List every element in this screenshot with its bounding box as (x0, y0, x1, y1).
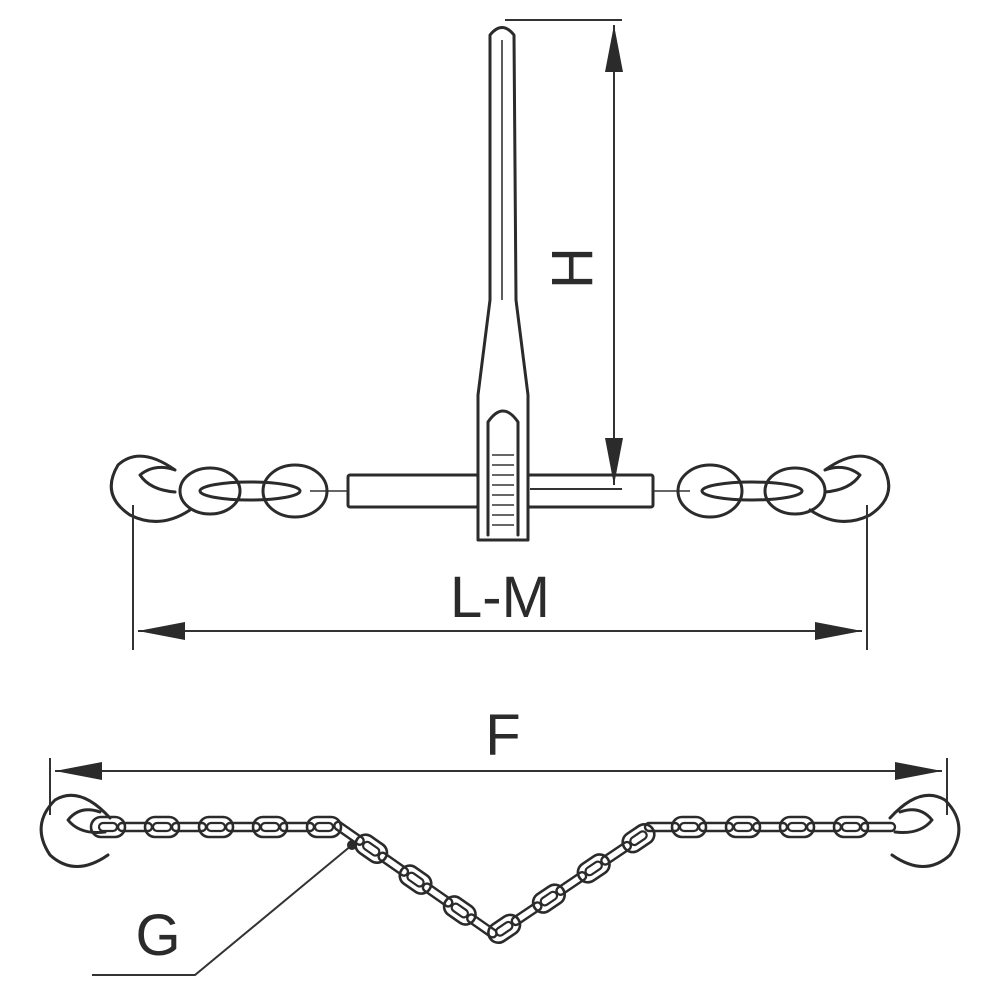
chain-link (670, 815, 708, 839)
chain-links (89, 815, 897, 945)
chain-size-label: G (135, 903, 180, 968)
chain-link (576, 853, 611, 884)
chain-span-label: F (485, 703, 520, 768)
body-tube-right (526, 473, 655, 509)
binder-handle (476, 26, 530, 542)
chain-link (466, 913, 498, 939)
left-grab-hook (109, 454, 192, 523)
chain-assembly: F G (39, 703, 961, 976)
chain-link (832, 815, 870, 839)
chain-link (170, 821, 208, 833)
ratchet-teeth (492, 454, 514, 526)
chain-right-hook (888, 793, 961, 868)
chain-link (224, 821, 262, 833)
chain-link (778, 815, 816, 839)
load-binder: H L-M (109, 19, 891, 650)
f-arrow-right (895, 762, 942, 780)
chain-link (555, 871, 588, 896)
chain-link (600, 840, 633, 866)
chain-link (621, 822, 656, 854)
chain-link (89, 815, 127, 839)
chain-link (305, 815, 343, 839)
lm-arrow-right (815, 622, 862, 640)
chain-link (487, 913, 522, 945)
right-link-inner (700, 480, 804, 502)
h-arrow-top (605, 25, 623, 72)
right-eye (763, 466, 827, 516)
chain-left-hook (39, 793, 112, 868)
left-eye (261, 463, 329, 519)
chain-link (398, 864, 433, 895)
height-label: H (540, 247, 605, 289)
chain-link (531, 883, 567, 914)
g-leader-line (92, 844, 353, 976)
chain-link (751, 821, 789, 833)
g-leader-dot (347, 840, 357, 850)
chain-link (354, 833, 389, 865)
handle-slot (486, 409, 520, 537)
chain-link (116, 821, 154, 833)
chain-link (859, 821, 897, 833)
left-link-inner (198, 480, 302, 502)
chain-link (278, 821, 316, 833)
right-link-outer (676, 463, 744, 519)
left-link-outer (178, 466, 242, 516)
chain-link (697, 821, 735, 833)
length-label: L-M (450, 565, 550, 630)
chain-link (377, 851, 410, 877)
chain-link (442, 895, 477, 926)
chain-link (421, 882, 454, 908)
right-grab-hook (808, 454, 891, 523)
chain-link (197, 815, 235, 839)
lm-arrow-left (138, 622, 185, 640)
chain-link (510, 901, 543, 927)
f-arrow-left (55, 762, 102, 780)
chain-link (251, 815, 289, 839)
chain-link (143, 815, 181, 839)
chain-link (724, 815, 762, 839)
h-arrow-bottom (605, 438, 623, 485)
chain-link (805, 821, 843, 833)
body-tube-left (346, 473, 480, 509)
